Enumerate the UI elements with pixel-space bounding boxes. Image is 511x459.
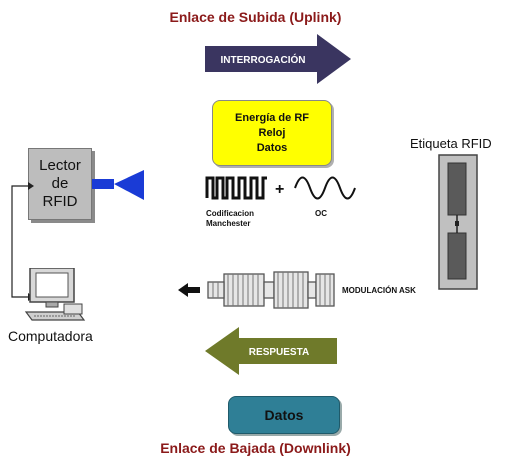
small-left-arrow <box>178 283 200 297</box>
downlink-arrow: RESPUESTA <box>205 327 337 375</box>
antenna-icon <box>92 170 144 200</box>
plus-sign: + <box>275 181 284 198</box>
encoding-waveforms: + <box>205 176 356 200</box>
data-box: Datos <box>228 396 340 434</box>
carrier-wave <box>294 176 356 200</box>
computer-icon <box>24 268 86 321</box>
downlink-title: Enlace de Bajada (Downlink) <box>160 440 351 456</box>
manchester-label: Codificacion Manchester <box>206 209 254 229</box>
reader-line2: de <box>51 175 69 192</box>
uplink-arrow-label: INTERROGACIÓN <box>221 53 306 66</box>
uplink-arrow: INTERROGACIÓN <box>205 34 351 84</box>
manchester-label-line2: Manchester <box>206 219 251 228</box>
downlink-arrow-label: RESPUESTA <box>249 347 309 358</box>
signal-box: Energía de RF Reloj Datos <box>212 100 332 166</box>
rfid-reader-box: Lector de RFID <box>28 148 92 220</box>
reader-line3: RFID <box>42 193 78 210</box>
reader-line1: Lector <box>39 157 81 174</box>
manchester-waveform <box>205 176 267 200</box>
ask-modulation-label: MODULACIÓN ASK <box>342 286 416 295</box>
uplink-title: Enlace de Subida (Uplink) <box>169 9 342 25</box>
signal-box-line1: Energía de RF <box>235 111 309 124</box>
manchester-label-line1: Codificacion <box>206 209 255 218</box>
ask-modulation-signal <box>178 271 335 309</box>
tag-label: Etiqueta RFID <box>410 136 492 151</box>
computer-label: Computadora <box>8 328 93 344</box>
rfid-tag-icon <box>438 154 478 290</box>
carrier-label: OC <box>315 209 327 218</box>
signal-box-line2: Reloj <box>258 126 286 139</box>
signal-box-line3: Datos <box>256 141 288 154</box>
